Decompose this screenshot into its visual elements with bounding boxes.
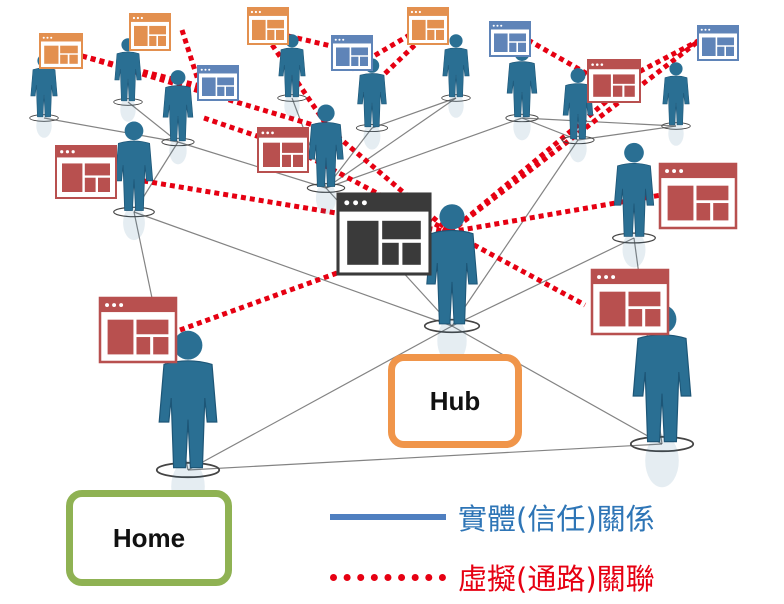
legend-solid-line: 實體(信任)關係 bbox=[330, 496, 655, 538]
web-window-icon bbox=[587, 59, 641, 103]
legend-dotted-text: 虛擬(通路)關聯 bbox=[458, 562, 655, 596]
web-window-icon bbox=[197, 65, 239, 101]
network-link bbox=[325, 97, 457, 189]
web-window-icon bbox=[697, 25, 739, 61]
hub-label: Hub bbox=[429, 385, 481, 416]
web-window-icon bbox=[129, 13, 171, 51]
person-icon bbox=[277, 34, 307, 118]
person-icon bbox=[113, 38, 143, 122]
network-link bbox=[127, 101, 179, 143]
person-icon bbox=[423, 204, 481, 364]
web-window-icon bbox=[489, 21, 531, 57]
virtual-link bbox=[179, 29, 201, 81]
person-icon bbox=[306, 104, 346, 214]
network-link bbox=[451, 237, 635, 327]
person-icon bbox=[561, 68, 595, 163]
web-window-icon bbox=[39, 33, 83, 69]
web-window-icon bbox=[336, 192, 432, 276]
person-icon bbox=[612, 142, 656, 268]
home-label-box: Home bbox=[66, 490, 232, 586]
network-link bbox=[521, 117, 579, 141]
virtual-link bbox=[448, 229, 587, 308]
network-link bbox=[187, 443, 663, 471]
network-link bbox=[187, 325, 453, 471]
web-window-icon bbox=[407, 7, 449, 45]
virtual-link bbox=[526, 37, 600, 83]
legend-solid-text: 實體(信任)關係 bbox=[458, 502, 655, 536]
hub-label-box: Hub bbox=[388, 354, 522, 448]
web-window-icon bbox=[98, 296, 178, 364]
network-link bbox=[451, 325, 663, 445]
web-window-icon bbox=[658, 162, 738, 230]
virtual-link bbox=[449, 187, 691, 235]
person-icon bbox=[113, 121, 155, 241]
web-window-icon bbox=[247, 7, 289, 45]
person-icon bbox=[505, 46, 539, 141]
solid-line-swatch bbox=[330, 514, 446, 520]
network-link bbox=[371, 97, 457, 129]
legend-dotted-line: 虛擬(通路)關聯 bbox=[330, 556, 655, 598]
network-link bbox=[177, 141, 327, 189]
web-window-icon bbox=[257, 127, 309, 173]
person-icon bbox=[355, 58, 389, 150]
web-window-icon bbox=[590, 268, 670, 336]
person-icon bbox=[661, 62, 691, 146]
dotted-line-swatch bbox=[330, 573, 446, 581]
home-label: Home bbox=[112, 522, 186, 553]
network-link bbox=[133, 211, 453, 327]
virtual-link bbox=[89, 169, 451, 235]
virtual-link bbox=[448, 88, 622, 234]
network-link bbox=[451, 139, 579, 327]
person-icon bbox=[161, 70, 195, 165]
network-link bbox=[43, 117, 179, 143]
network-link bbox=[577, 125, 677, 141]
network-link bbox=[521, 117, 677, 127]
person-icon bbox=[441, 34, 471, 118]
virtual-link bbox=[179, 229, 451, 333]
person-icon bbox=[29, 54, 59, 138]
network-link bbox=[325, 117, 523, 189]
web-window-icon bbox=[55, 145, 117, 199]
web-window-icon bbox=[331, 35, 373, 71]
virtual-link bbox=[203, 115, 293, 151]
